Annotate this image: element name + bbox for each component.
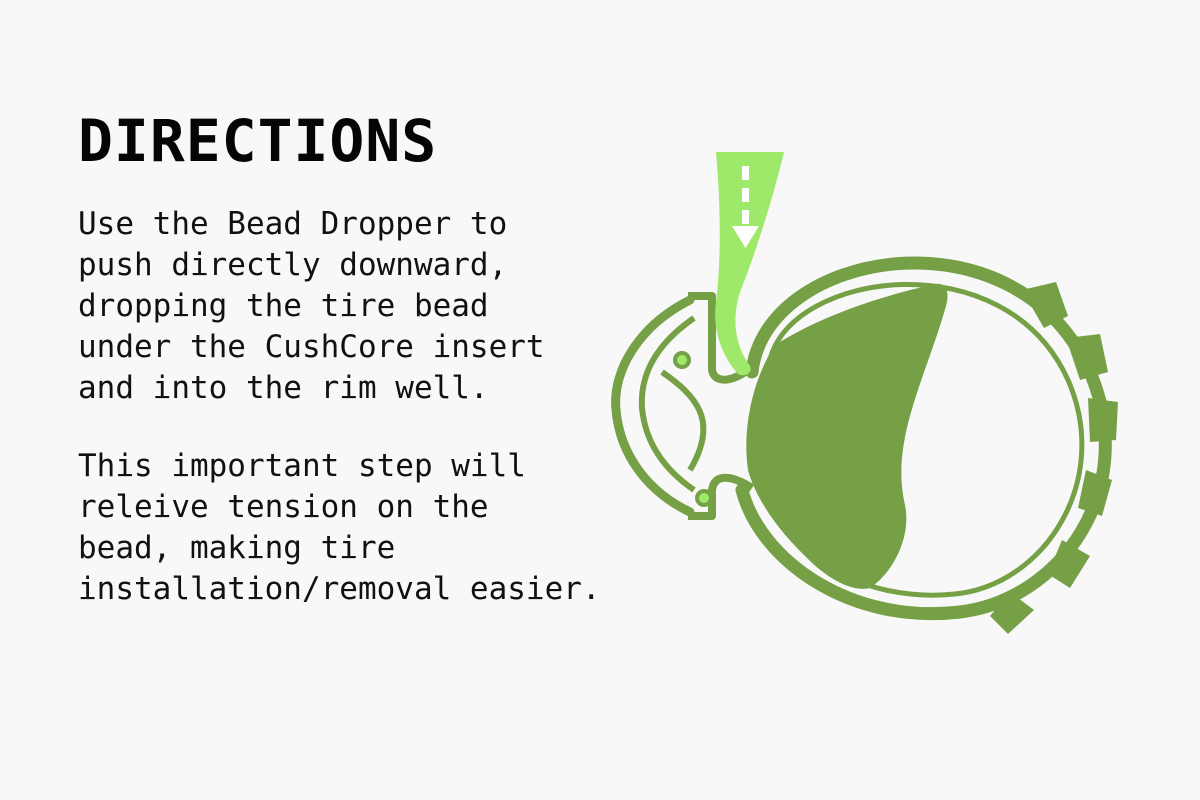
bead-dropper-tool-icon xyxy=(715,152,784,376)
rim xyxy=(611,292,755,520)
page-title: DIRECTIONS xyxy=(78,107,438,175)
paragraph-line: and into the rim well. xyxy=(78,370,489,406)
paragraph-line: bead, making tire xyxy=(78,530,396,566)
rim-hook-top xyxy=(688,292,748,384)
paragraph-line: push directly downward, xyxy=(78,247,508,283)
paragraph-line: installation/removal easier. xyxy=(78,571,601,607)
rim-hook-bottom xyxy=(688,473,755,520)
tire-bead-top xyxy=(673,351,691,369)
paragraph-line: under the CushCore insert xyxy=(78,329,545,365)
rim-inner-edge xyxy=(638,315,696,493)
directions-paragraph-1: Use the Bead Dropper to push directly do… xyxy=(78,204,698,409)
tire-cross-section-diagram xyxy=(611,152,1118,634)
cushcore-insert xyxy=(746,283,948,589)
directions-paragraph-2: This important step will releive tension… xyxy=(78,446,698,610)
tire-bead-bottom xyxy=(695,489,713,507)
tire-sidewall xyxy=(735,256,1112,621)
paragraph-line: This important step will xyxy=(78,448,526,484)
rim-well xyxy=(660,369,707,472)
paragraph-line: releive tension on the xyxy=(78,489,489,525)
paragraph-line: Use the Bead Dropper to xyxy=(78,206,508,242)
rim-outer-edge xyxy=(611,295,695,517)
down-arrow-icon xyxy=(732,166,759,248)
paragraph-line: dropping the tire bead xyxy=(78,288,489,324)
